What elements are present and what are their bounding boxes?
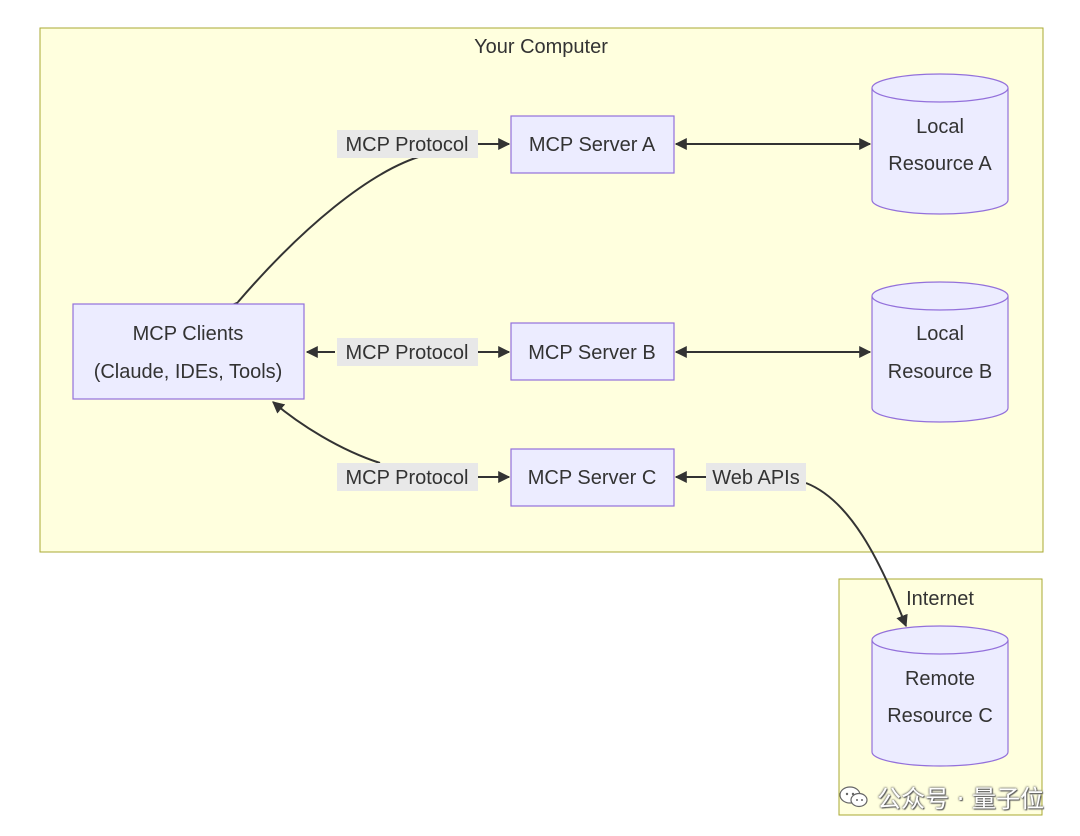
node-mcp-server-c-label: MCP Server C bbox=[528, 467, 657, 489]
node-mcp-clients-line-2: (Claude, IDEs, Tools) bbox=[94, 361, 283, 383]
node-remote-resource-c-line-2: Resource C bbox=[887, 705, 993, 727]
node-mcp-clients[interactable]: MCP Clients (Claude, IDEs, Tools) bbox=[72, 303, 305, 400]
edge-label-text: MCP Protocol bbox=[345, 467, 468, 489]
node-local-resource-a-line-1: Local bbox=[916, 116, 964, 138]
edge-label-clients-server-c: MCP Protocol bbox=[337, 463, 478, 491]
edge-label-clients-server-a: MCP Protocol bbox=[337, 130, 478, 158]
node-mcp-server-b[interactable]: MCP Server B bbox=[510, 322, 675, 381]
watermark: 公众号 · 量子位 bbox=[839, 779, 1044, 814]
node-local-resource-a-line-2: Resource A bbox=[888, 153, 992, 175]
edge-label-clients-server-b: MCP Protocol bbox=[337, 338, 478, 366]
wechat-icon bbox=[839, 785, 868, 807]
node-local-resource-b[interactable]: Local Resource B bbox=[871, 281, 1009, 423]
edges bbox=[226, 138, 908, 628]
edge-label-text: MCP Protocol bbox=[345, 134, 468, 156]
node-mcp-server-a[interactable]: MCP Server A bbox=[510, 115, 675, 174]
node-remote-resource-c-line-1: Remote bbox=[905, 668, 975, 690]
node-mcp-server-a-label: MCP Server A bbox=[529, 134, 656, 156]
node-local-resource-b-line-1: Local bbox=[916, 323, 964, 345]
watermark-text: 公众号 · 量子位 bbox=[877, 785, 1044, 813]
edge-label-text: Web APIs bbox=[712, 467, 799, 489]
node-mcp-server-c[interactable]: MCP Server C bbox=[510, 448, 675, 507]
node-local-resource-a[interactable]: Local Resource A bbox=[871, 73, 1009, 215]
edge-clients-server-c bbox=[272, 401, 381, 464]
node-remote-resource-c[interactable]: Remote Resource C bbox=[871, 625, 1009, 767]
edge-label-web-apis: Web APIs bbox=[706, 463, 806, 491]
node-mcp-server-b-label: MCP Server B bbox=[528, 342, 655, 364]
group-your-computer-title: Your Computer bbox=[474, 36, 608, 58]
edge-label-text: MCP Protocol bbox=[345, 342, 468, 364]
node-mcp-clients-line-1: MCP Clients bbox=[133, 323, 244, 345]
edge-clients-server-a bbox=[226, 154, 426, 315]
edge-webapis-to-remote-c bbox=[805, 482, 908, 628]
node-local-resource-b-line-2: Resource B bbox=[888, 361, 993, 383]
group-internet-title: Internet bbox=[906, 588, 974, 610]
